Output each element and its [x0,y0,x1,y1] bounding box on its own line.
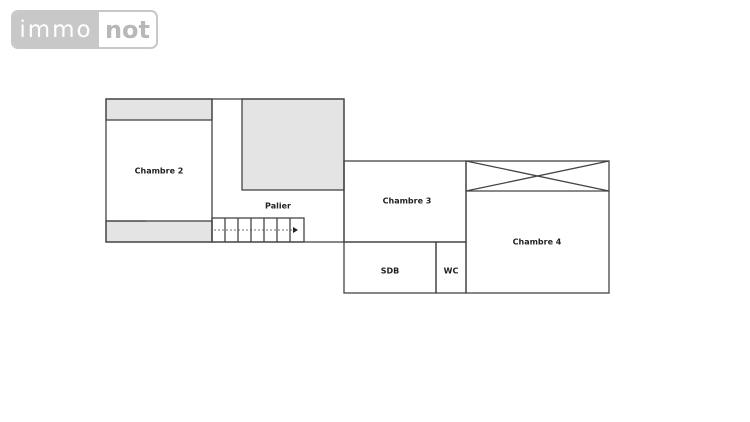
logo-part-immo: immo [13,12,99,47]
room-label-wc: WC [443,266,459,276]
closet-top [105,98,213,121]
room-label-palier: Palier [265,201,291,211]
room-label-sdb: SDB [380,266,400,276]
immonot-logo: immo not [11,10,158,49]
logo-part-not: not [104,15,151,44]
room-label-chambre2: Chambre 2 [134,166,184,176]
closet-bottom [105,220,213,243]
room-label-chambre3: Chambre 3 [382,196,432,206]
void-area [241,98,345,191]
room-label-chambre4: Chambre 4 [512,237,562,247]
staircase [211,217,305,243]
wall-chambre4 [465,160,610,294]
